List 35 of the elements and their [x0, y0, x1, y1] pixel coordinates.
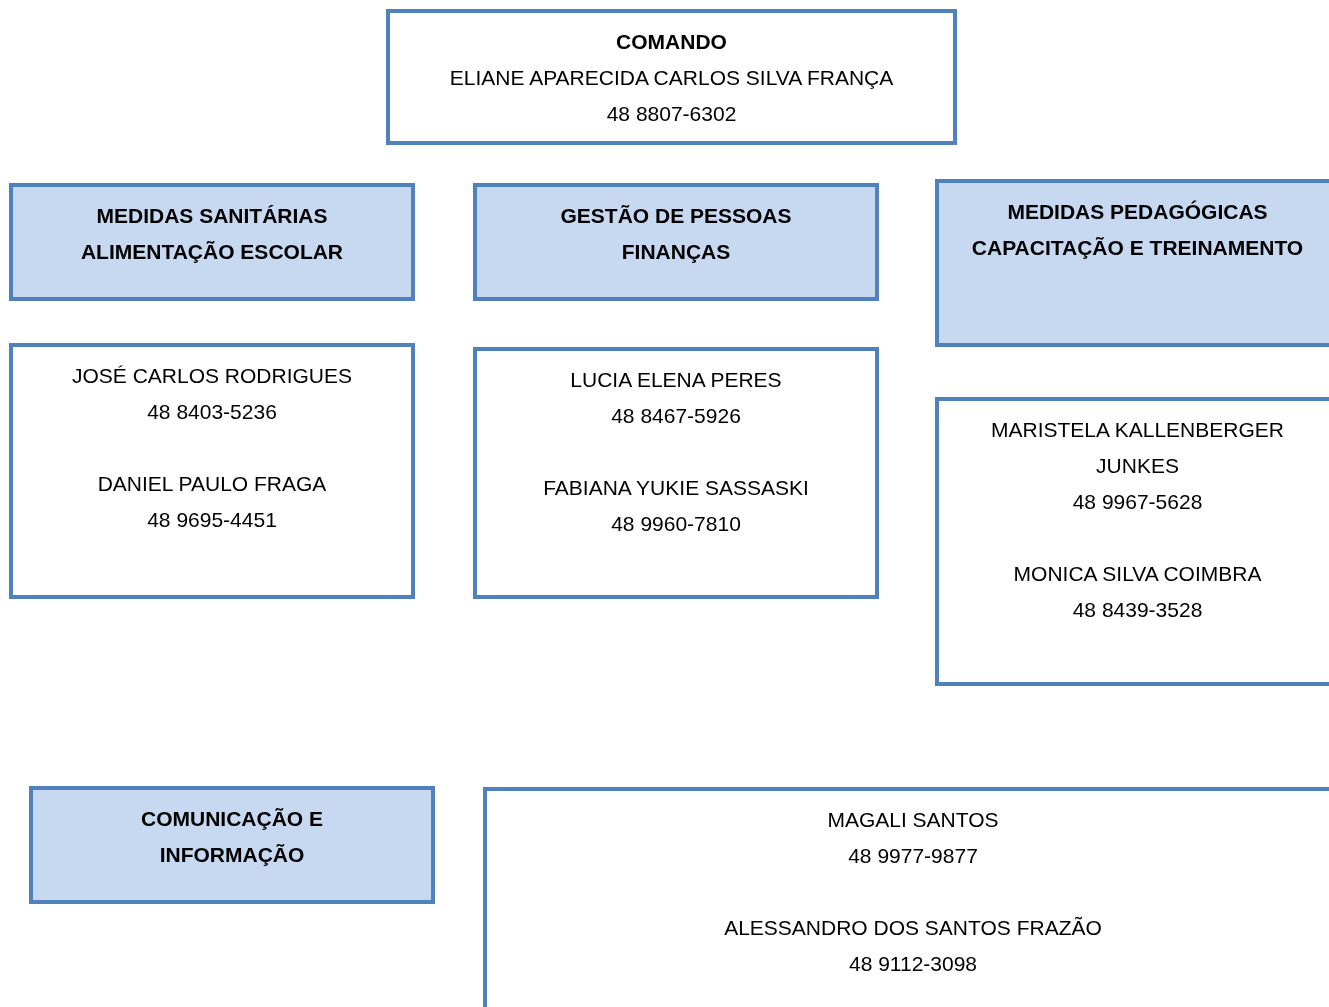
phone-number: 48 9112-3098 — [847, 951, 979, 977]
phone-number: 48 9695-4451 — [146, 507, 278, 533]
team-heading-box — [29, 786, 435, 904]
person-name: ALESSANDRO DOS SANTOS FRAZÃO — [723, 915, 1103, 941]
team-title: MEDIDAS PEDAGÓGICAS — [1006, 199, 1269, 225]
phone-number: 48 8439-3528 — [1071, 597, 1204, 623]
contact-box — [935, 397, 1329, 686]
person-name: FABIANA YUKIE SASSASKI — [542, 475, 810, 501]
team-title: FINANÇAS — [620, 239, 732, 265]
person-name: MARISTELA KALLENBERGER JUNKES — [990, 417, 1285, 479]
phone-number: 48 9977-9877 — [847, 843, 979, 869]
team-title: COMUNICAÇÃO E INFORMAÇÃO — [140, 806, 324, 868]
person-name: ELIANE APARECIDA CARLOS SILVA FRANÇA — [448, 65, 895, 91]
contact-box — [473, 347, 879, 599]
person-name: JOSÉ CARLOS RODRIGUES — [70, 363, 354, 389]
team-title: MEDIDAS SANITÁRIAS — [95, 203, 329, 229]
command-box — [386, 9, 957, 145]
phone-number: 48 8467-5926 — [610, 403, 742, 429]
team-title: CAPACITAÇÃO E TREINAMENTO — [970, 235, 1305, 261]
team-heading-box — [9, 183, 415, 301]
team-title: GESTÃO DE PESSOAS — [559, 203, 793, 229]
contact-box — [9, 343, 415, 599]
phone-number: 48 8403-5236 — [146, 399, 278, 425]
command-title: COMANDO — [615, 29, 728, 55]
team-heading-box — [935, 179, 1329, 347]
phone-number: 48 9967-5628 — [1071, 489, 1204, 515]
person-name: MONICA SILVA COIMBRA — [1012, 561, 1263, 587]
person-name: MAGALI SANTOS — [826, 807, 1000, 833]
person-name: LUCIA ELENA PERES — [569, 367, 783, 393]
phone-number: 48 9960-7810 — [610, 511, 742, 537]
person-name: DANIEL PAULO FRAGA — [96, 471, 328, 497]
phone-number: 48 8807-6302 — [605, 101, 738, 127]
team-title: ALIMENTAÇÃO ESCOLAR — [79, 239, 345, 265]
team-heading-box — [473, 183, 879, 301]
contact-box — [483, 787, 1329, 1007]
